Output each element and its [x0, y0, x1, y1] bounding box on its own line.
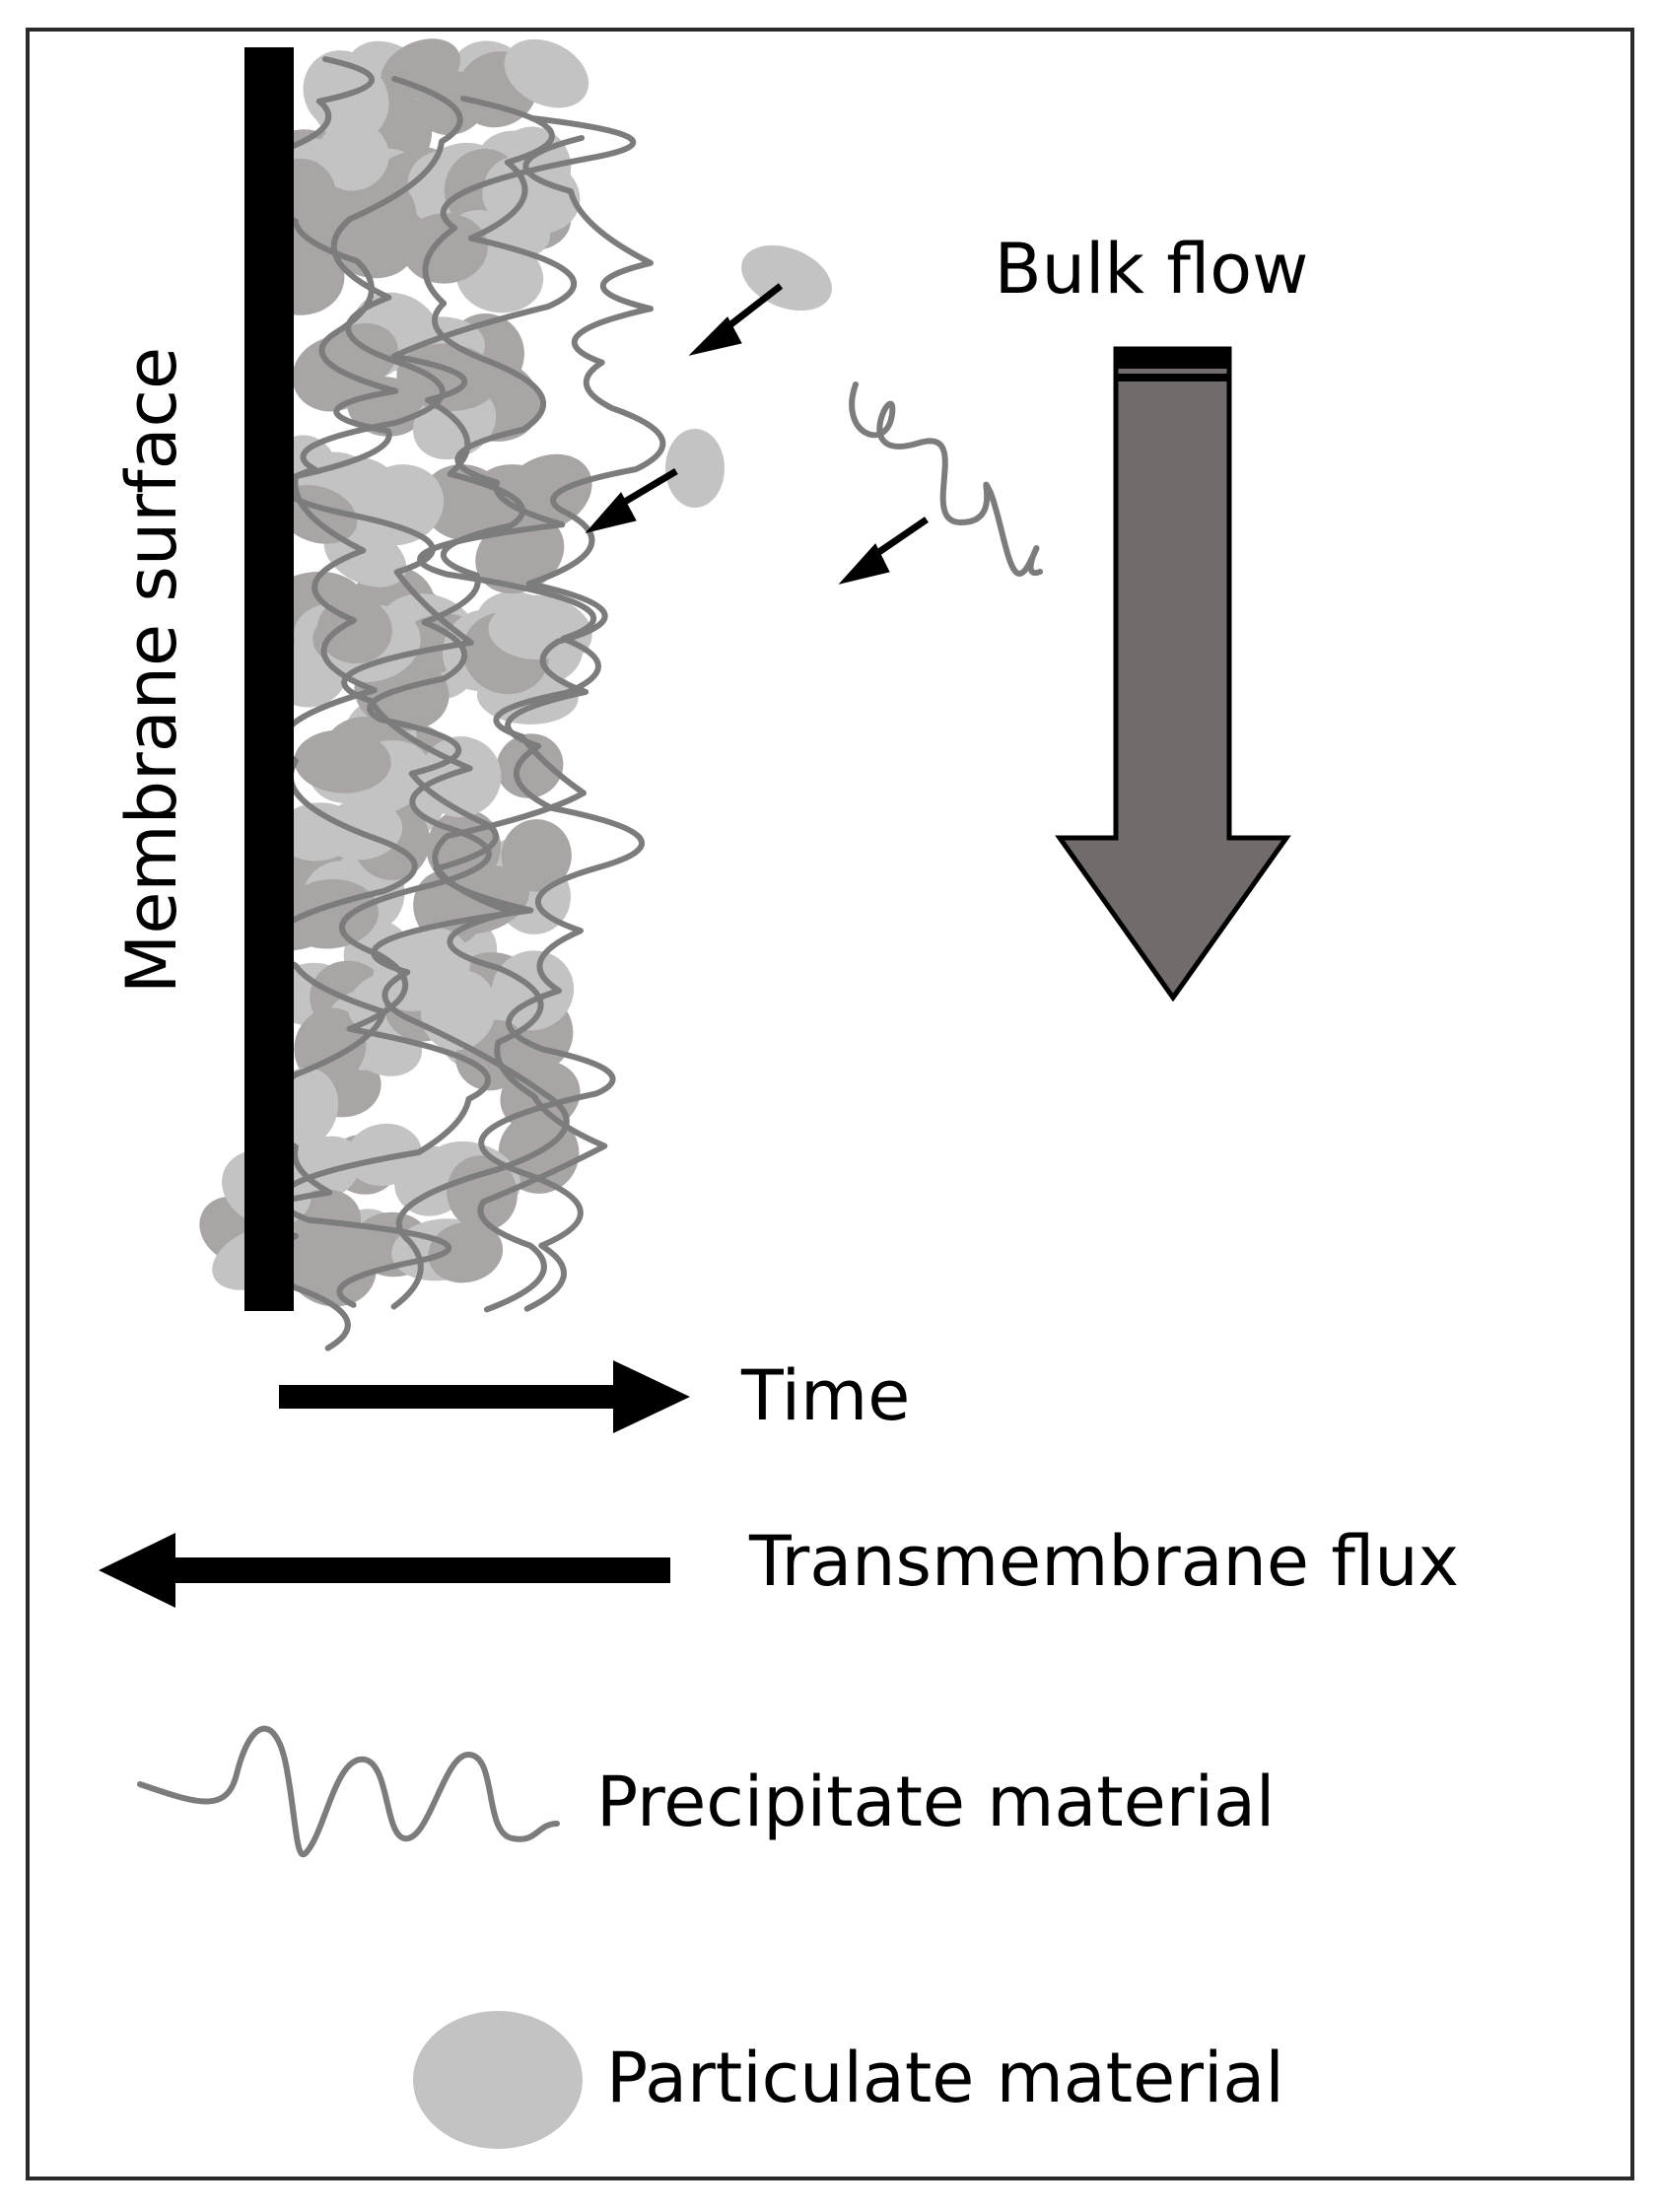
cake-precipitate-strand [478, 135, 666, 1312]
cake-particle [504, 38, 589, 108]
transmembrane-flux-label: Transmembrane flux [748, 1521, 1459, 1602]
cake-particle [447, 1155, 518, 1231]
ellipse-icon [413, 2011, 583, 2149]
free-precipitate-strand [849, 381, 1043, 577]
cake-particle [315, 121, 389, 191]
cake-precipitate-strand [417, 115, 637, 1313]
transmembrane-flux-arrow [99, 1533, 670, 1608]
wavy-line-icon [137, 1725, 560, 1858]
cake-particle [319, 799, 403, 861]
cake-particle [285, 1224, 377, 1307]
legend-precipitate-label: Precipitate material [596, 1762, 1275, 1842]
cake-particle [294, 729, 391, 794]
cake-precipitate-strand [244, 56, 418, 1351]
approach-arrows [585, 283, 929, 585]
time-label: Time [740, 1355, 910, 1436]
legend-particulate-label: Particulate material [606, 2038, 1284, 2118]
membrane-surface-label: Membrane surface [111, 347, 192, 994]
cake-particle [428, 1221, 504, 1283]
time-arrow [279, 1360, 690, 1433]
bulk-flow-arrow [1055, 346, 1291, 1002]
membrane-bar [244, 47, 294, 1311]
free-particle [741, 244, 832, 311]
free-particle [665, 429, 725, 508]
bulk-flow-label: Bulk flow [995, 229, 1309, 310]
cake-particle [354, 464, 445, 546]
cake-particle [501, 819, 572, 892]
precipitate-strands [244, 56, 666, 1351]
cake-particle [292, 336, 376, 412]
cake-precipitate-strand [367, 96, 578, 1310]
cake-particle [496, 733, 564, 798]
